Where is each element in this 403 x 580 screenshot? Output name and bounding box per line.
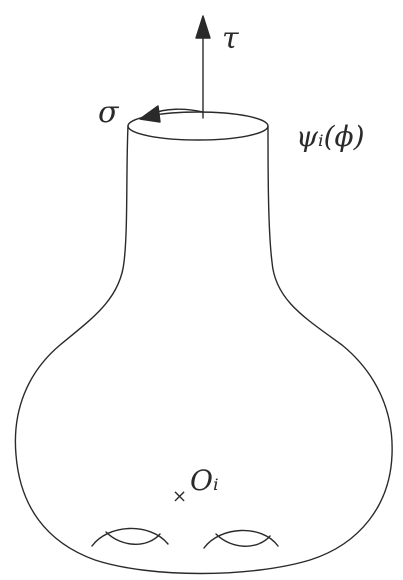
- operator-label: Oᵢ: [190, 464, 219, 497]
- sigma-label: σ: [98, 95, 120, 130]
- boundary-state-label: ψᵢ(ϕ): [296, 120, 365, 153]
- handle-right: [203, 529, 279, 549]
- tau-label: τ: [222, 21, 239, 56]
- surface-outline: [14, 125, 393, 575]
- handle-left: [91, 527, 169, 547]
- operator-marker: ×: [172, 486, 187, 507]
- boundary-circle: [127, 111, 269, 141]
- sigma-arrow: [139, 105, 204, 123]
- tau-arrow: [195, 15, 211, 119]
